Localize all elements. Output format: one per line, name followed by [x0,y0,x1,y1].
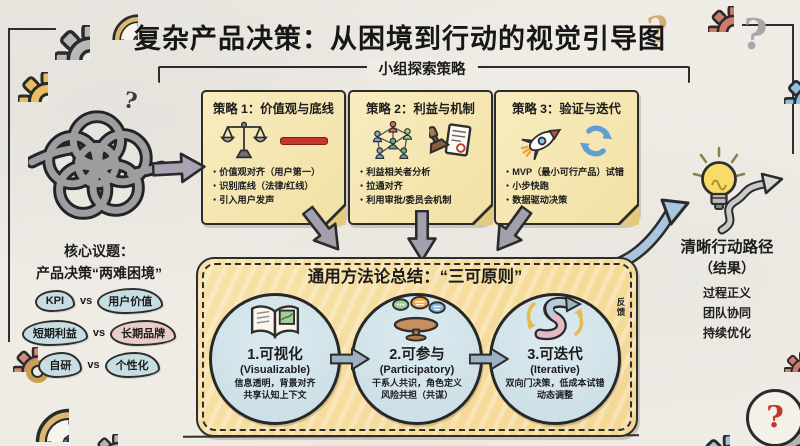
feedback-label: 反馈 [616,297,626,317]
note2-down-arrow [404,210,440,262]
strategy-note-1: 策略 1：价值观与底线 价值观对齐（用户第一） 识别底线（法律/红线） 引入用户… [201,90,346,225]
red-line-icon [279,137,328,145]
vs-label: vs [92,327,106,339]
winding-path-arrow [717,172,784,235]
strategy-3-bullet: MVP（最小可行产品）试错 [503,166,631,180]
core-issue-line2: 产品决策“两难困境” [36,265,162,281]
strategy-2-bullet: 拉通对齐 [357,180,485,194]
principle-3-desc: 双向门决策，低成本试错 [505,378,605,388]
lightbulb-icon [692,146,746,210]
outcome-item: 过程正义 [702,286,751,300]
principle-1-desc: 共享认知上下文 [243,390,307,401]
stakeholder-network-icon [372,120,412,159]
strategy-1-bullet: 引入用户发声 [210,194,338,208]
strategy-1-bullet: 识别底线（法律/红线） [210,180,338,194]
strategy-2-title: 策略 2：利益与机制 [366,102,475,116]
circle2-to-circle3-arrow [469,345,509,373]
open-book-map-icon [250,305,300,340]
outcome-title: 清晰行动路径 [680,239,774,256]
compass-icon [0,372,69,442]
round-table-discussion-icon [392,296,446,342]
strategy-note-3: 策略 3：验证与迭代 [494,90,639,225]
principle-1-name: 1.可视化 [247,347,303,363]
rocket-icon [520,128,561,161]
strategy-1-title: 策略 1：价值观与底线 [213,102,334,116]
strategy-1-bullet: 价值观对齐（用户第一） [210,166,338,180]
dilemma-badge: 用户价值 [97,288,164,314]
principle-3-name: 3.可迭代 [527,347,583,363]
question-mark-icon: ? [766,400,784,435]
principle-1-en: (Visualizable) [239,364,311,376]
dilemma-row: 短期利益 vs 长期品牌 [6,320,192,346]
strategy-2-bullet: 利用审批/委员会机制 [357,194,485,208]
methodology-title: 通用方法论总结：“三可原则” [307,268,523,286]
balance-scale-icon [219,121,268,159]
core-issue-line1: 核心议题： [64,243,134,259]
question-circle-icon: ? [746,389,800,446]
outcome-subtitle: （结果） [699,260,755,276]
strategy-note-2: 策略 2：利益与机制 [348,90,493,225]
frame-corner-left [8,28,56,342]
principle-2-desc: 风险共担（共谋） [380,390,453,401]
principle-3-desc: 动态调整 [536,390,573,401]
outcome-item: 团队协同 [702,305,751,320]
strategy-3-bullet: 数据驱动决策 [503,194,631,208]
cycle-arrows-icon [579,125,612,157]
principle-3-en: (Iterative) [530,364,580,376]
circle1-to-circle2-arrow [330,345,370,373]
strategy-3-bullet: 小步快跑 [503,180,631,194]
dilemma-row: 自研 vs 个性化 [6,352,192,378]
principle-participatory: 2.可参与 (Participatory) 干系人共识，角色定义 风险共担（共谋… [351,293,483,425]
vs-label: vs [80,295,93,307]
tangled-knot-icon [28,110,166,220]
outcome-section: 清晰行动路径 （结果） 过程正义 团队协同 持续优化 [660,235,794,343]
gear-icon [756,48,800,104]
group-label-wrap: 小组探索策略 [158,58,686,79]
page-title: 复杂产品决策：从困境到行动的视觉引导图 [134,24,666,54]
principle-1-desc: 信息透明，背景对齐 [234,378,316,388]
gear-icon [672,406,730,446]
strategy-3-title: 策略 3：验证与迭代 [512,102,621,116]
principle-2-en: (Participatory) [379,364,455,376]
outcome-item: 持续优化 [702,325,751,340]
s-curve-iteration-icon [526,296,584,341]
principle-2-name: 2.可参与 [389,347,445,363]
gear-icon [70,410,118,446]
dilemma-badge: 短期利益 [21,320,88,346]
dilemma-badge: KPI [34,290,76,312]
strategy-2-bullet: 利益相关者分析 [357,166,485,180]
group-label: 小组探索策略 [366,58,478,79]
knot-to-notes-arrow [151,148,207,189]
dilemma-badge: 自研 [38,352,83,378]
core-issue-heading: 核心议题： 产品决策“两难困境” [8,241,190,283]
dilemma-badge: 个性化 [104,352,160,378]
dilemma-badge: 长期品牌 [110,320,177,346]
principle-visualizable: 1.可视化 (Visualizable) 信息透明，背景对齐 共享认知上下文 [209,293,341,425]
dilemma-row: KPI vs 用户价值 [6,288,192,314]
principle-2-desc: 干系人共识，角色定义 [371,378,462,388]
stamp-document-icon [428,123,471,157]
vs-label: vs [87,359,100,371]
